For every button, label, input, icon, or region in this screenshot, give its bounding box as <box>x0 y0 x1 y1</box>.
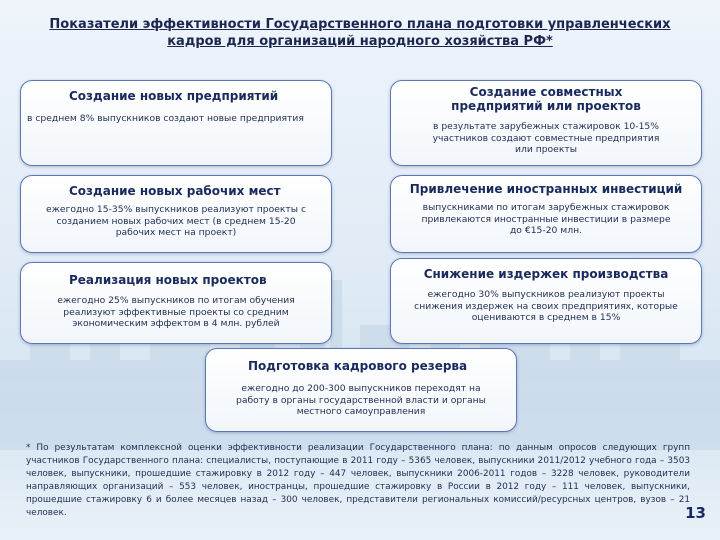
card-joint-ventures-heading: Создание совместных предприятий или прое… <box>451 85 641 113</box>
card-new-enterprises: Создание новых предприятий в среднем 8% … <box>20 80 332 166</box>
card-new-enterprises-text: в среднем 8% выпускников создают новые п… <box>27 113 304 124</box>
card-new-projects-text: ежегодно 25% выпускников по итогам обуче… <box>57 295 295 329</box>
card-foreign-investment: Привлечение иностранных инвестиций выпус… <box>390 175 702 253</box>
card-cost-reduction-heading: Снижение издержек производства <box>423 267 669 281</box>
card-personnel-reserve: Подготовка кадрового резерва ежегодно до… <box>205 348 517 432</box>
card-new-jobs: Создание новых рабочих мест ежегодно 15-… <box>20 175 332 253</box>
card-joint-ventures: Создание совместных предприятий или прое… <box>390 80 702 166</box>
card-foreign-investment-heading: Привлечение иностранных инвестиций <box>409 182 683 196</box>
card-cost-reduction-text: ежегодно 30% выпускников реализуют проек… <box>414 289 678 323</box>
page-title: Показатели эффективности Государственног… <box>10 16 710 50</box>
page-title-line-1: Показатели эффективности Государственног… <box>49 17 671 32</box>
footnote: * По результатам комплексной оценки эффе… <box>26 443 690 518</box>
card-foreign-investment-text: выпускниками по итогам зарубежных стажир… <box>421 202 671 236</box>
card-personnel-reserve-text: ежегодно до 200-300 выпускников переходя… <box>236 383 486 417</box>
card-new-jobs-text: ежегодно 15-35% выпускников реализуют пр… <box>46 204 306 238</box>
card-new-enterprises-heading: Создание новых предприятий <box>69 89 279 103</box>
page-title-line-2: кадров для организаций народного хозяйст… <box>167 34 553 49</box>
card-new-projects-heading: Реализация новых проектов <box>69 273 267 287</box>
card-personnel-reserve-heading: Подготовка кадрового резерва <box>248 359 468 373</box>
card-new-projects: Реализация новых проектов ежегодно 25% в… <box>20 262 332 344</box>
card-joint-ventures-text: в результате зарубежных стажировок 10-15… <box>432 121 660 155</box>
card-new-jobs-heading: Создание новых рабочих мест <box>69 184 281 198</box>
card-cost-reduction: Снижение издержек производства ежегодно … <box>390 258 702 344</box>
page-number: 13 <box>685 504 706 522</box>
